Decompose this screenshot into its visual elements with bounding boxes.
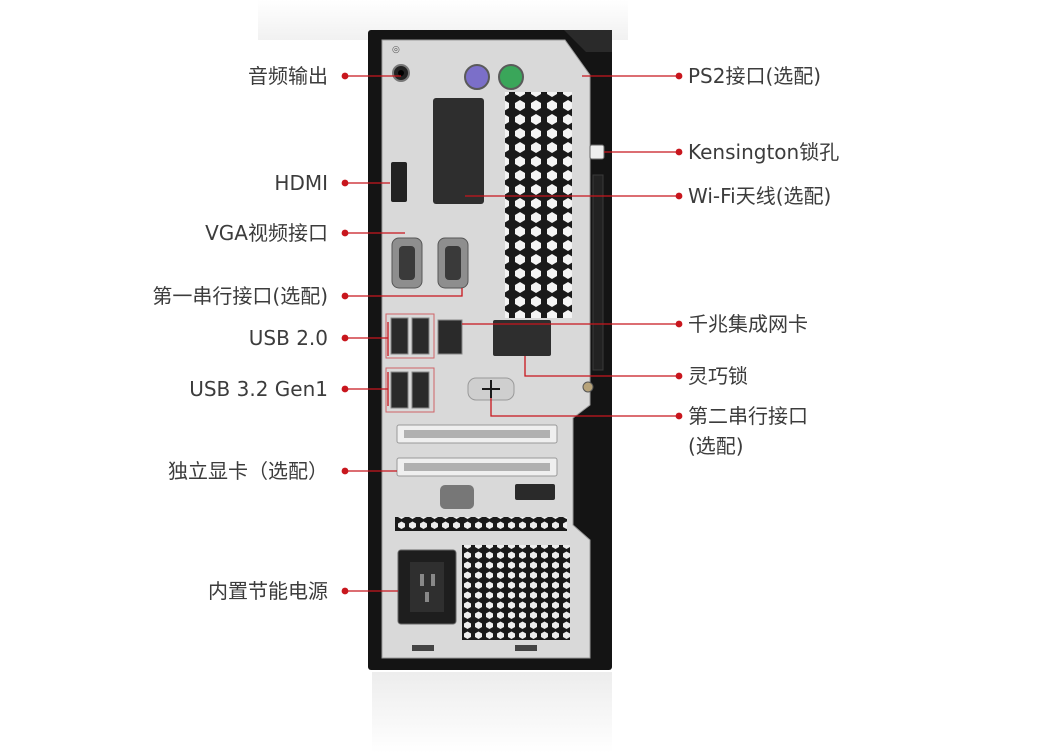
callout-lines-right <box>462 75 679 417</box>
psu-vent <box>462 545 570 640</box>
lan-port <box>437 319 463 355</box>
usb3-port-b <box>411 371 430 409</box>
label-serial-2-line2: (选配) <box>688 434 744 458</box>
label-smart-lock: 灵巧锁 <box>688 364 748 388</box>
kensington-slot <box>589 144 605 160</box>
svg-text:◎: ◎ <box>392 45 400 55</box>
label-audio-out: 音频输出 <box>248 64 328 88</box>
chassis-top-bevel <box>564 30 612 52</box>
callout-dots-right <box>675 72 683 420</box>
wifi-antenna-block <box>433 98 484 204</box>
usb2-port-a <box>390 317 409 355</box>
callout-dots-left <box>341 72 349 595</box>
label-serial-2: 第二串行接口 (选配) <box>688 401 808 461</box>
label-usb2: USB 2.0 <box>248 326 328 350</box>
label-psu: 内置节能电源 <box>208 579 328 603</box>
small-vent-row <box>395 517 567 531</box>
vent-grille <box>505 92 572 318</box>
label-kensington: Kensington锁孔 <box>688 140 840 164</box>
label-usb3: USB 3.2 Gen1 <box>189 377 328 401</box>
smart-lock-block <box>493 320 551 356</box>
label-wifi: Wi-Fi天线(选配) <box>688 184 832 208</box>
label-vga: VGA视频接口 <box>205 221 328 245</box>
label-serial-2-line1: 第二串行接口 <box>688 404 808 428</box>
usb2-port-b <box>411 317 430 355</box>
side-rail <box>592 174 604 371</box>
ps2-mouse-port <box>464 64 490 90</box>
label-gpu: 独立显卡（选配） <box>168 459 328 483</box>
floor-reflection <box>372 672 612 753</box>
label-ps2: PS2接口(选配) <box>688 64 822 88</box>
usb3-bracket <box>385 367 435 413</box>
label-serial-1: 第一串行接口(选配) <box>152 284 328 308</box>
gpu-vga-port <box>440 485 474 509</box>
label-hdmi: HDMI <box>274 171 328 195</box>
hdmi-port <box>391 162 407 202</box>
usb2-bracket <box>385 313 435 359</box>
usb3-port-a <box>390 371 409 409</box>
gpu-hdmi-port <box>515 484 555 500</box>
ps2-keyboard-port <box>498 64 524 90</box>
callout-lines-left <box>345 75 463 592</box>
label-lan: 千兆集成网卡 <box>688 312 808 336</box>
panel-screw <box>582 381 594 393</box>
